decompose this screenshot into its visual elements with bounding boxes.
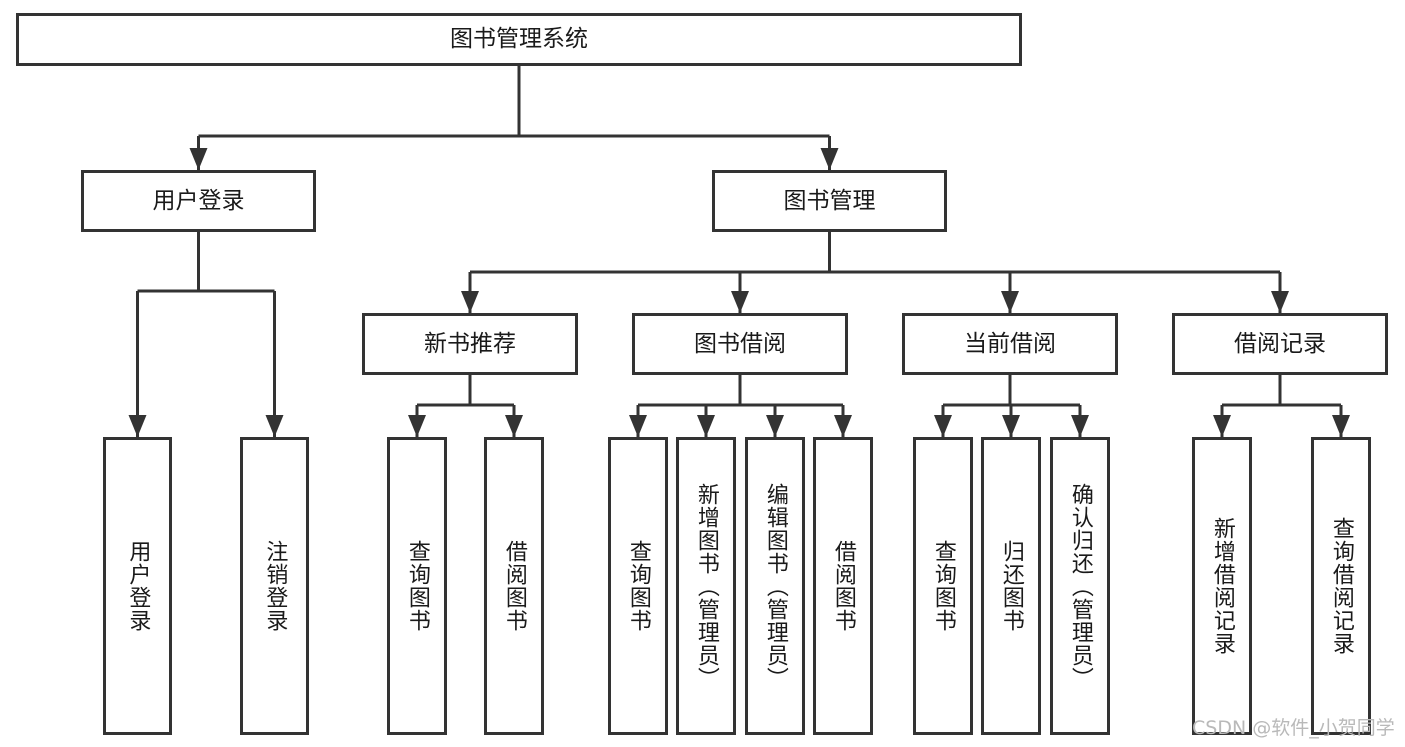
arrow-icon-leaf05 [629, 415, 647, 437]
node-box-leaf06 [676, 437, 736, 735]
node-box-leaf04 [484, 437, 544, 735]
node-box-l2a [362, 313, 578, 375]
arrow-icon-l1b [820, 148, 839, 170]
node-box-leaf13 [1311, 437, 1371, 735]
arrow-icon-l2a [461, 291, 479, 313]
arrow-icon-l2d [1271, 291, 1289, 313]
node-box-leaf01 [103, 437, 172, 735]
node-box-layer [16, 13, 1388, 735]
arrow-icon-l2b [731, 291, 749, 313]
node-box-leaf11 [1050, 437, 1110, 735]
node-box-leaf07 [745, 437, 805, 735]
arrow-icon-leaf02 [265, 415, 284, 437]
node-box-leaf09 [913, 437, 973, 735]
node-box-leaf12 [1192, 437, 1252, 735]
node-box-l2d [1172, 313, 1388, 375]
node-box-leaf05 [608, 437, 668, 735]
node-box-l2c [902, 313, 1118, 375]
arrow-icon-l2c [1001, 291, 1019, 313]
arrow-icon-leaf12 [1213, 415, 1231, 437]
node-box-root [16, 13, 1022, 66]
arrow-icon-leaf08 [834, 415, 852, 437]
arrow-icon-l1a [189, 148, 208, 170]
connector-layer [128, 66, 1350, 437]
node-box-leaf02 [240, 437, 309, 735]
arrow-icon-leaf01 [128, 415, 147, 437]
node-box-l1b [712, 170, 947, 232]
node-box-l2b [632, 313, 848, 375]
arrow-icon-leaf04 [505, 415, 523, 437]
arrow-icon-leaf03 [408, 415, 426, 437]
node-box-leaf08 [813, 437, 873, 735]
arrow-icon-leaf11 [1071, 415, 1089, 437]
arrow-icon-leaf09 [934, 415, 952, 437]
node-box-leaf03 [387, 437, 447, 735]
node-box-leaf10 [981, 437, 1041, 735]
arrow-icon-leaf07 [766, 415, 784, 437]
arrow-icon-leaf10 [1002, 415, 1020, 437]
node-box-l1a [81, 170, 316, 232]
arrow-icon-leaf13 [1332, 415, 1350, 437]
arrow-icon-leaf06 [697, 415, 715, 437]
